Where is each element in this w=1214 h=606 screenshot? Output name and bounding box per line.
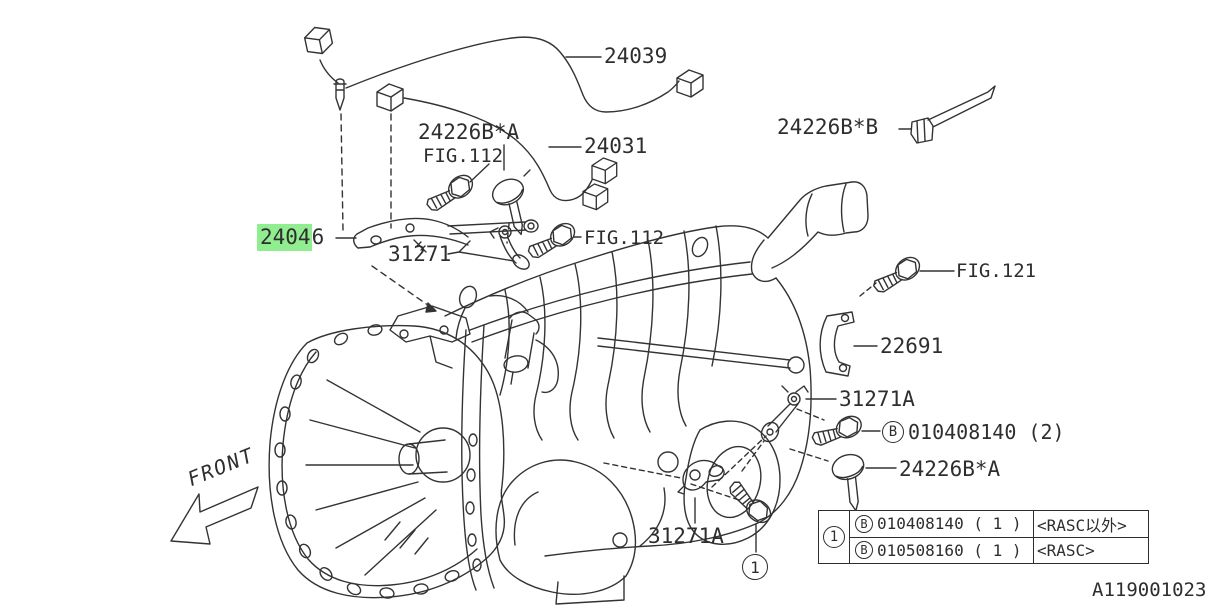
part-label-31271a-bottom: 31271A <box>648 524 724 548</box>
transmission-drawing <box>268 181 869 605</box>
connector-icon <box>676 69 704 98</box>
circled-b-icon: B <box>855 541 873 560</box>
bolt-b-art <box>810 410 881 454</box>
fig112-top-bolt-art <box>424 163 490 219</box>
circled-b-icon: B <box>855 514 873 533</box>
clip-icon <box>828 449 878 515</box>
cable-tie-art <box>898 85 996 144</box>
fig-ref-112-top: FIG.112 <box>423 145 504 167</box>
part-label-24226bb: 24226B*B <box>777 115 879 139</box>
bolt-icon <box>871 251 925 301</box>
front-arrow-icon <box>170 486 259 545</box>
part-label-24039: 24039 <box>604 44 668 68</box>
circled-1-icon: 1 <box>742 554 768 580</box>
diagram-id: A119001023 <box>1092 579 1207 601</box>
table-row: B 010508160 ( 1 ) <RASC> <box>850 537 1148 563</box>
bracket-31271a-right-art <box>711 385 837 488</box>
circled-1-icon: 1 <box>823 526 845 548</box>
fig-ref-121: FIG.121 <box>956 260 1037 282</box>
fastener-variant-table: 1 B 010408140 ( 1 ) <RASC以外> B 010508160… <box>818 510 1149 564</box>
part-label-24031: 24031 <box>584 134 648 158</box>
part-number-cell: B 010408140 ( 1 ) <box>850 511 1034 537</box>
flange-bolt-holes <box>274 324 460 599</box>
connector-icon <box>591 157 618 185</box>
part-label-24226ba-right: 24226B*A <box>899 457 1001 481</box>
variant-cell: <RASC> <box>1037 540 1095 560</box>
part-label-24046: 24046 <box>257 224 325 251</box>
grommet-lever-31271-art <box>489 225 530 270</box>
harness-24031-art <box>376 83 618 211</box>
part-number: 010508160 ( 1 ) <box>877 540 1022 560</box>
part-number-cell: B 010508160 ( 1 ) <box>850 537 1034 563</box>
table-callout-cell: 1 <box>819 511 850 563</box>
part-label-bolt-b: B 010408140 (2) <box>882 420 1065 444</box>
bolt-icon <box>810 410 866 454</box>
bolt-icon <box>424 169 478 219</box>
part-label-31271a-right: 31271A <box>839 387 915 411</box>
part-label-24046-rest: 6 <box>311 225 325 249</box>
bolt-b-number: 010408140 (2) <box>908 420 1065 444</box>
tail-housing <box>750 181 869 283</box>
connector-icon <box>302 23 335 58</box>
leader-31271 <box>447 240 515 262</box>
variant-cell: <RASC以外> <box>1037 515 1127 535</box>
sensor-art <box>455 285 559 394</box>
bracket-22691-art <box>819 311 878 377</box>
bracket-24046-art <box>335 113 539 313</box>
callout-1-marker: 1 <box>742 554 768 580</box>
harness-24039-art <box>302 23 704 113</box>
leader-fig112-top <box>469 163 490 183</box>
fig121-bolt-art <box>859 251 955 301</box>
table-row: B 010408140 ( 1 ) <RASC以外> <box>850 511 1148 538</box>
bolt-icon <box>722 479 777 528</box>
fig-ref-112-mid: FIG.112 <box>584 227 665 249</box>
part-label-24226ba-top: 24226B*A <box>418 120 520 144</box>
circled-b-icon: B <box>882 421 904 443</box>
part-number: 010408140 ( 1 ) <box>877 514 1022 534</box>
bracket-31271a-bottom-art <box>603 459 777 553</box>
connector-icon <box>376 83 404 112</box>
harness-pin-icon <box>333 78 347 111</box>
part-label-22691: 22691 <box>880 334 944 358</box>
search-highlight: 2404 <box>257 224 312 251</box>
part-label-31271: 31271 <box>388 242 452 266</box>
clip-24226ba-right-art <box>789 448 897 515</box>
fig112-mid-bolt-art <box>525 217 582 267</box>
